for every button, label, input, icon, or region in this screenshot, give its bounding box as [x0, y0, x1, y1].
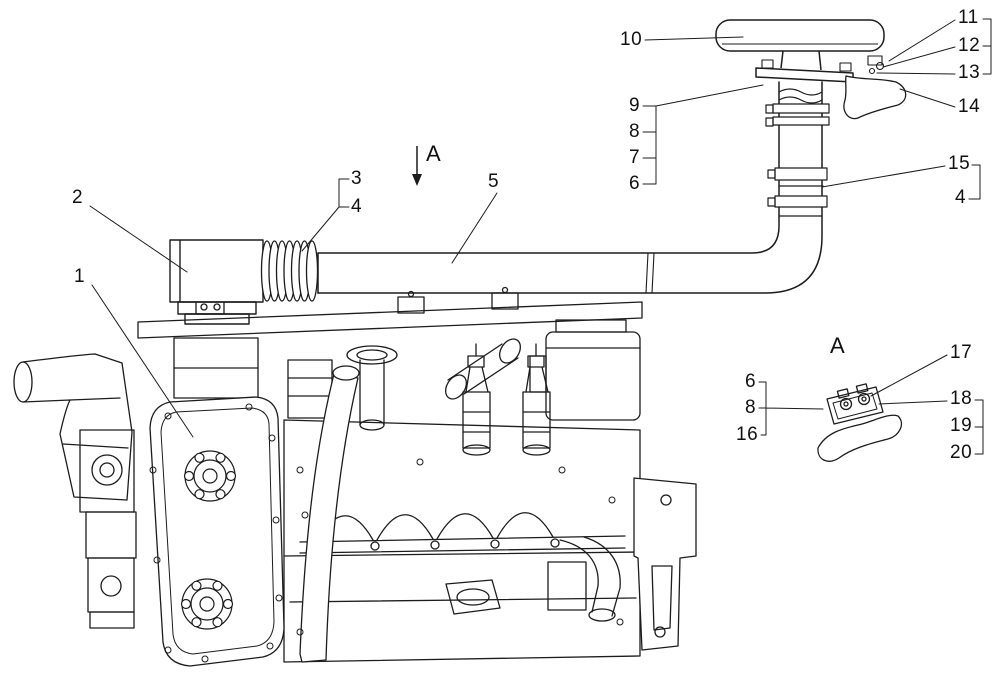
intake-bellows — [260, 240, 319, 302]
air-cleaner — [169, 239, 264, 325]
callout-4: 4 — [351, 196, 363, 217]
riser-clamp — [767, 167, 828, 217]
bracket-11-13 — [982, 18, 992, 75]
leader-lines — [89, 18, 992, 455]
pipe-support-stay — [843, 75, 907, 120]
flange-hardware — [761, 55, 885, 75]
callout-8b: 8 — [745, 397, 757, 418]
leader-2 — [89, 205, 188, 273]
callout-6: 6 — [629, 173, 641, 194]
callout-8: 8 — [629, 121, 641, 142]
detail-clamp-plate — [826, 386, 884, 425]
callout-9: 9 — [629, 95, 641, 116]
callout-7: 7 — [629, 147, 641, 168]
valve-cover — [149, 396, 285, 667]
leader-5 — [451, 192, 498, 264]
bracket-6-9 — [642, 84, 764, 185]
callout-20: 20 — [950, 442, 973, 463]
callout-2: 2 — [72, 187, 84, 208]
bracket-15-4 — [821, 164, 981, 200]
detail-view-part — [817, 383, 903, 462]
callout-3: 3 — [351, 168, 363, 189]
view-direction-label: A — [426, 141, 442, 166]
callout-10: 10 — [620, 29, 643, 50]
callout-15: 15 — [948, 153, 971, 174]
bracket-3-4 — [301, 178, 350, 252]
view-direction-arrow — [412, 146, 422, 186]
front-accessories — [79, 429, 137, 629]
callout-16: 16 — [736, 424, 759, 445]
top-coupling — [765, 88, 830, 127]
mounting-flange — [755, 67, 854, 83]
left-intake-duct — [13, 353, 133, 501]
detail-stay — [817, 414, 903, 462]
callout-12: 12 — [958, 35, 981, 56]
callout-4b: 4 — [955, 187, 967, 208]
air-intake-cap — [715, 19, 885, 83]
filler-cap-knobs — [180, 450, 237, 630]
callout-14: 14 — [958, 96, 981, 117]
intake-pipe — [317, 81, 830, 294]
detail-view-title: A — [830, 333, 846, 358]
bracket-18-20 — [878, 399, 984, 455]
callout-5: 5 — [488, 171, 500, 192]
exhaust-manifold — [299, 512, 626, 622]
callout-6b: 6 — [745, 371, 757, 392]
leader-17 — [870, 354, 948, 397]
leader-1 — [91, 284, 194, 438]
leader-14 — [899, 88, 956, 108]
callout-18: 18 — [950, 388, 973, 409]
filter-cylinders — [462, 343, 551, 456]
engine-block — [283, 419, 641, 663]
bracket-6-8-16 — [758, 381, 824, 436]
callout-13: 13 — [958, 62, 981, 83]
callout-17: 17 — [950, 342, 973, 363]
leader-10 — [644, 36, 744, 41]
callout-19: 19 — [950, 415, 973, 436]
mounting-shelf — [137, 301, 643, 339]
engine-assembly — [13, 286, 697, 667]
leaders-11-13 — [876, 19, 956, 75]
callout-1: 1 — [74, 266, 86, 287]
callout-11: 11 — [958, 7, 979, 28]
curved-hose — [299, 373, 359, 663]
right-bracket — [633, 477, 697, 651]
